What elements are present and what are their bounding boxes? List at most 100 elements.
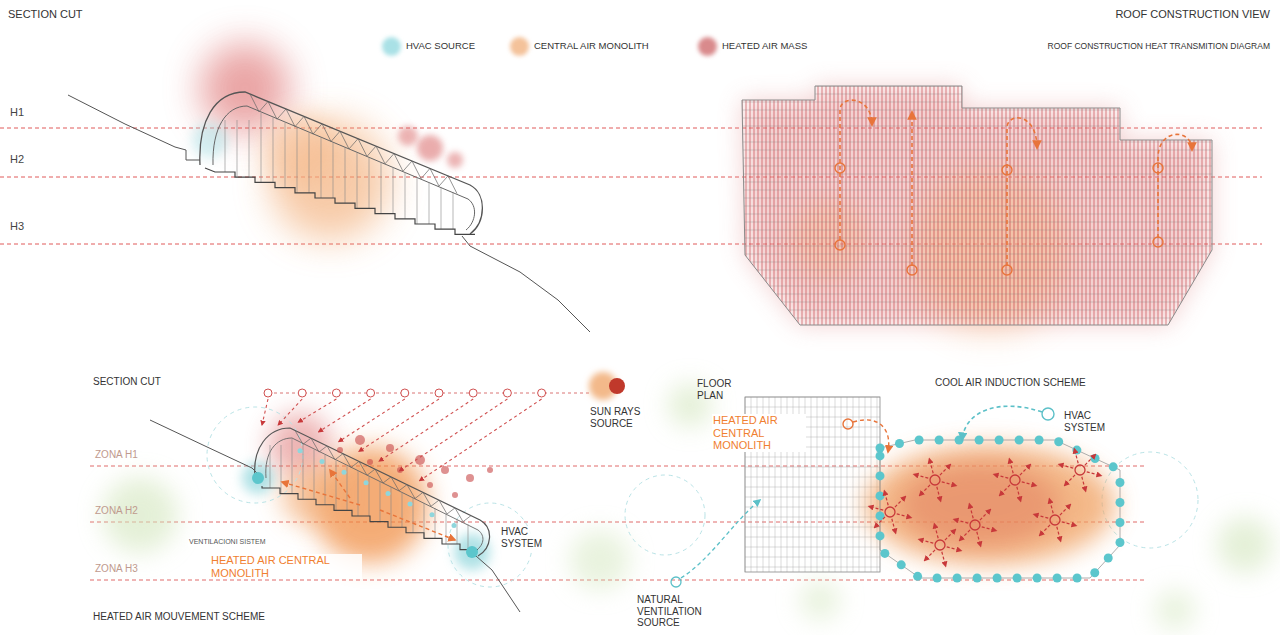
roof-rib <box>1062 84 1063 326</box>
roof-truss <box>295 430 471 521</box>
roof-rib <box>918 84 919 326</box>
mullion <box>435 508 436 538</box>
cool-air-dot <box>933 574 942 583</box>
roof-rib <box>986 84 987 326</box>
grid-line <box>841 397 842 572</box>
roof-rib <box>1194 84 1195 326</box>
monolith-arrow <box>853 420 889 452</box>
cool-air-dot <box>1090 568 1099 577</box>
roof-rib <box>914 84 915 326</box>
mullion <box>225 120 226 172</box>
roof-purlin <box>740 214 1214 215</box>
heat-spread-arrow <box>1062 522 1076 526</box>
air-move-arrow <box>330 470 350 498</box>
roof-rib <box>1202 84 1203 326</box>
roof-rib <box>978 84 979 326</box>
roof-purlin <box>740 110 1214 111</box>
roof-rib <box>750 84 751 326</box>
cool-air-dot <box>364 480 369 485</box>
panel-heading: FLOOR PLAN <box>697 378 742 401</box>
panel-subheading: ROOF CONSTRUCTION HEAT TRANSMITION DIAGR… <box>1048 42 1270 52</box>
air-blob <box>200 43 290 133</box>
grid-line <box>835 397 836 572</box>
heat-spread-arrow <box>1017 487 1021 501</box>
grid-line <box>745 547 880 548</box>
roof-rib <box>1090 84 1091 326</box>
roof-rib <box>906 84 907 326</box>
grid-line <box>745 407 880 408</box>
air-blob <box>398 126 418 146</box>
heat-flow-arrow <box>911 112 913 266</box>
roof-rib <box>814 84 815 326</box>
heat-spread-arrow <box>1082 477 1086 491</box>
roof-purlin <box>740 102 1214 103</box>
roof-rib <box>830 84 831 326</box>
heat-spread-arrow <box>1059 464 1073 468</box>
mullion <box>333 142 334 198</box>
sun-source <box>609 378 625 394</box>
cool-air-dot <box>880 549 889 558</box>
roof-rib <box>910 84 911 326</box>
hvac-source <box>466 546 478 558</box>
roof-purlin <box>740 86 1214 87</box>
roof-rib <box>882 84 883 326</box>
zone-label: ZONA H3 <box>95 563 138 575</box>
cool-air-dot <box>320 459 325 464</box>
sun-ray-point <box>503 389 511 397</box>
roof-purlin <box>740 118 1214 119</box>
roof-rib <box>966 84 967 326</box>
roof-rib <box>890 84 891 326</box>
sun-ray-point <box>435 389 443 397</box>
roof-rib <box>1126 84 1127 326</box>
mullion <box>261 113 262 183</box>
mullion <box>249 120 250 177</box>
roof-rib <box>1146 84 1147 326</box>
panel-heading: ROOF CONSTRUCTION VIEW <box>1115 8 1270 21</box>
roof-rib <box>1170 84 1171 326</box>
air-blob <box>192 122 228 158</box>
grid-line <box>745 487 880 488</box>
roof-purlin <box>740 286 1214 287</box>
mullion <box>405 172 406 219</box>
cool-air-dot <box>1116 538 1125 547</box>
roof-rib <box>1182 84 1183 326</box>
air-blob <box>447 152 463 168</box>
sun-ray-point <box>332 389 340 397</box>
mullion <box>347 466 348 511</box>
roof-rib <box>1046 84 1047 326</box>
heat-spread-arrow <box>1009 459 1013 473</box>
roof-outline <box>742 86 1212 325</box>
flow-node <box>1002 265 1012 275</box>
grid-line <box>871 397 872 572</box>
sun-ray <box>399 399 507 471</box>
roof-rib <box>1098 84 1099 326</box>
roof-rib <box>990 84 991 326</box>
mullion <box>369 476 370 516</box>
heat-spread-arrow <box>1060 504 1071 515</box>
heat-flow-arrow <box>1007 118 1037 266</box>
roof-rib <box>946 84 947 326</box>
roof-rib <box>854 84 855 326</box>
mullion <box>237 120 238 177</box>
heat-dot <box>367 459 373 465</box>
grid-line <box>829 397 830 572</box>
cool-air-dot <box>1109 462 1118 471</box>
heat-spread-arrow <box>919 485 930 496</box>
ventilation-source <box>671 577 681 587</box>
roof-purlin <box>740 182 1214 183</box>
roof-rib <box>994 84 995 326</box>
grid-line <box>745 537 880 538</box>
cool-air-dot <box>973 574 982 583</box>
roof-rib <box>1114 84 1115 326</box>
roof-rib <box>874 84 875 326</box>
roof-rib <box>802 84 803 326</box>
heat-spread-arrow <box>884 491 888 505</box>
flow-node <box>1153 237 1163 247</box>
roof-purlin <box>740 94 1214 95</box>
heat-node <box>935 540 945 550</box>
roof-rib <box>962 84 963 326</box>
mullion <box>345 147 346 203</box>
air-blob <box>417 135 443 161</box>
heat-spread-arrow <box>954 519 968 523</box>
roof-rib <box>870 84 871 326</box>
